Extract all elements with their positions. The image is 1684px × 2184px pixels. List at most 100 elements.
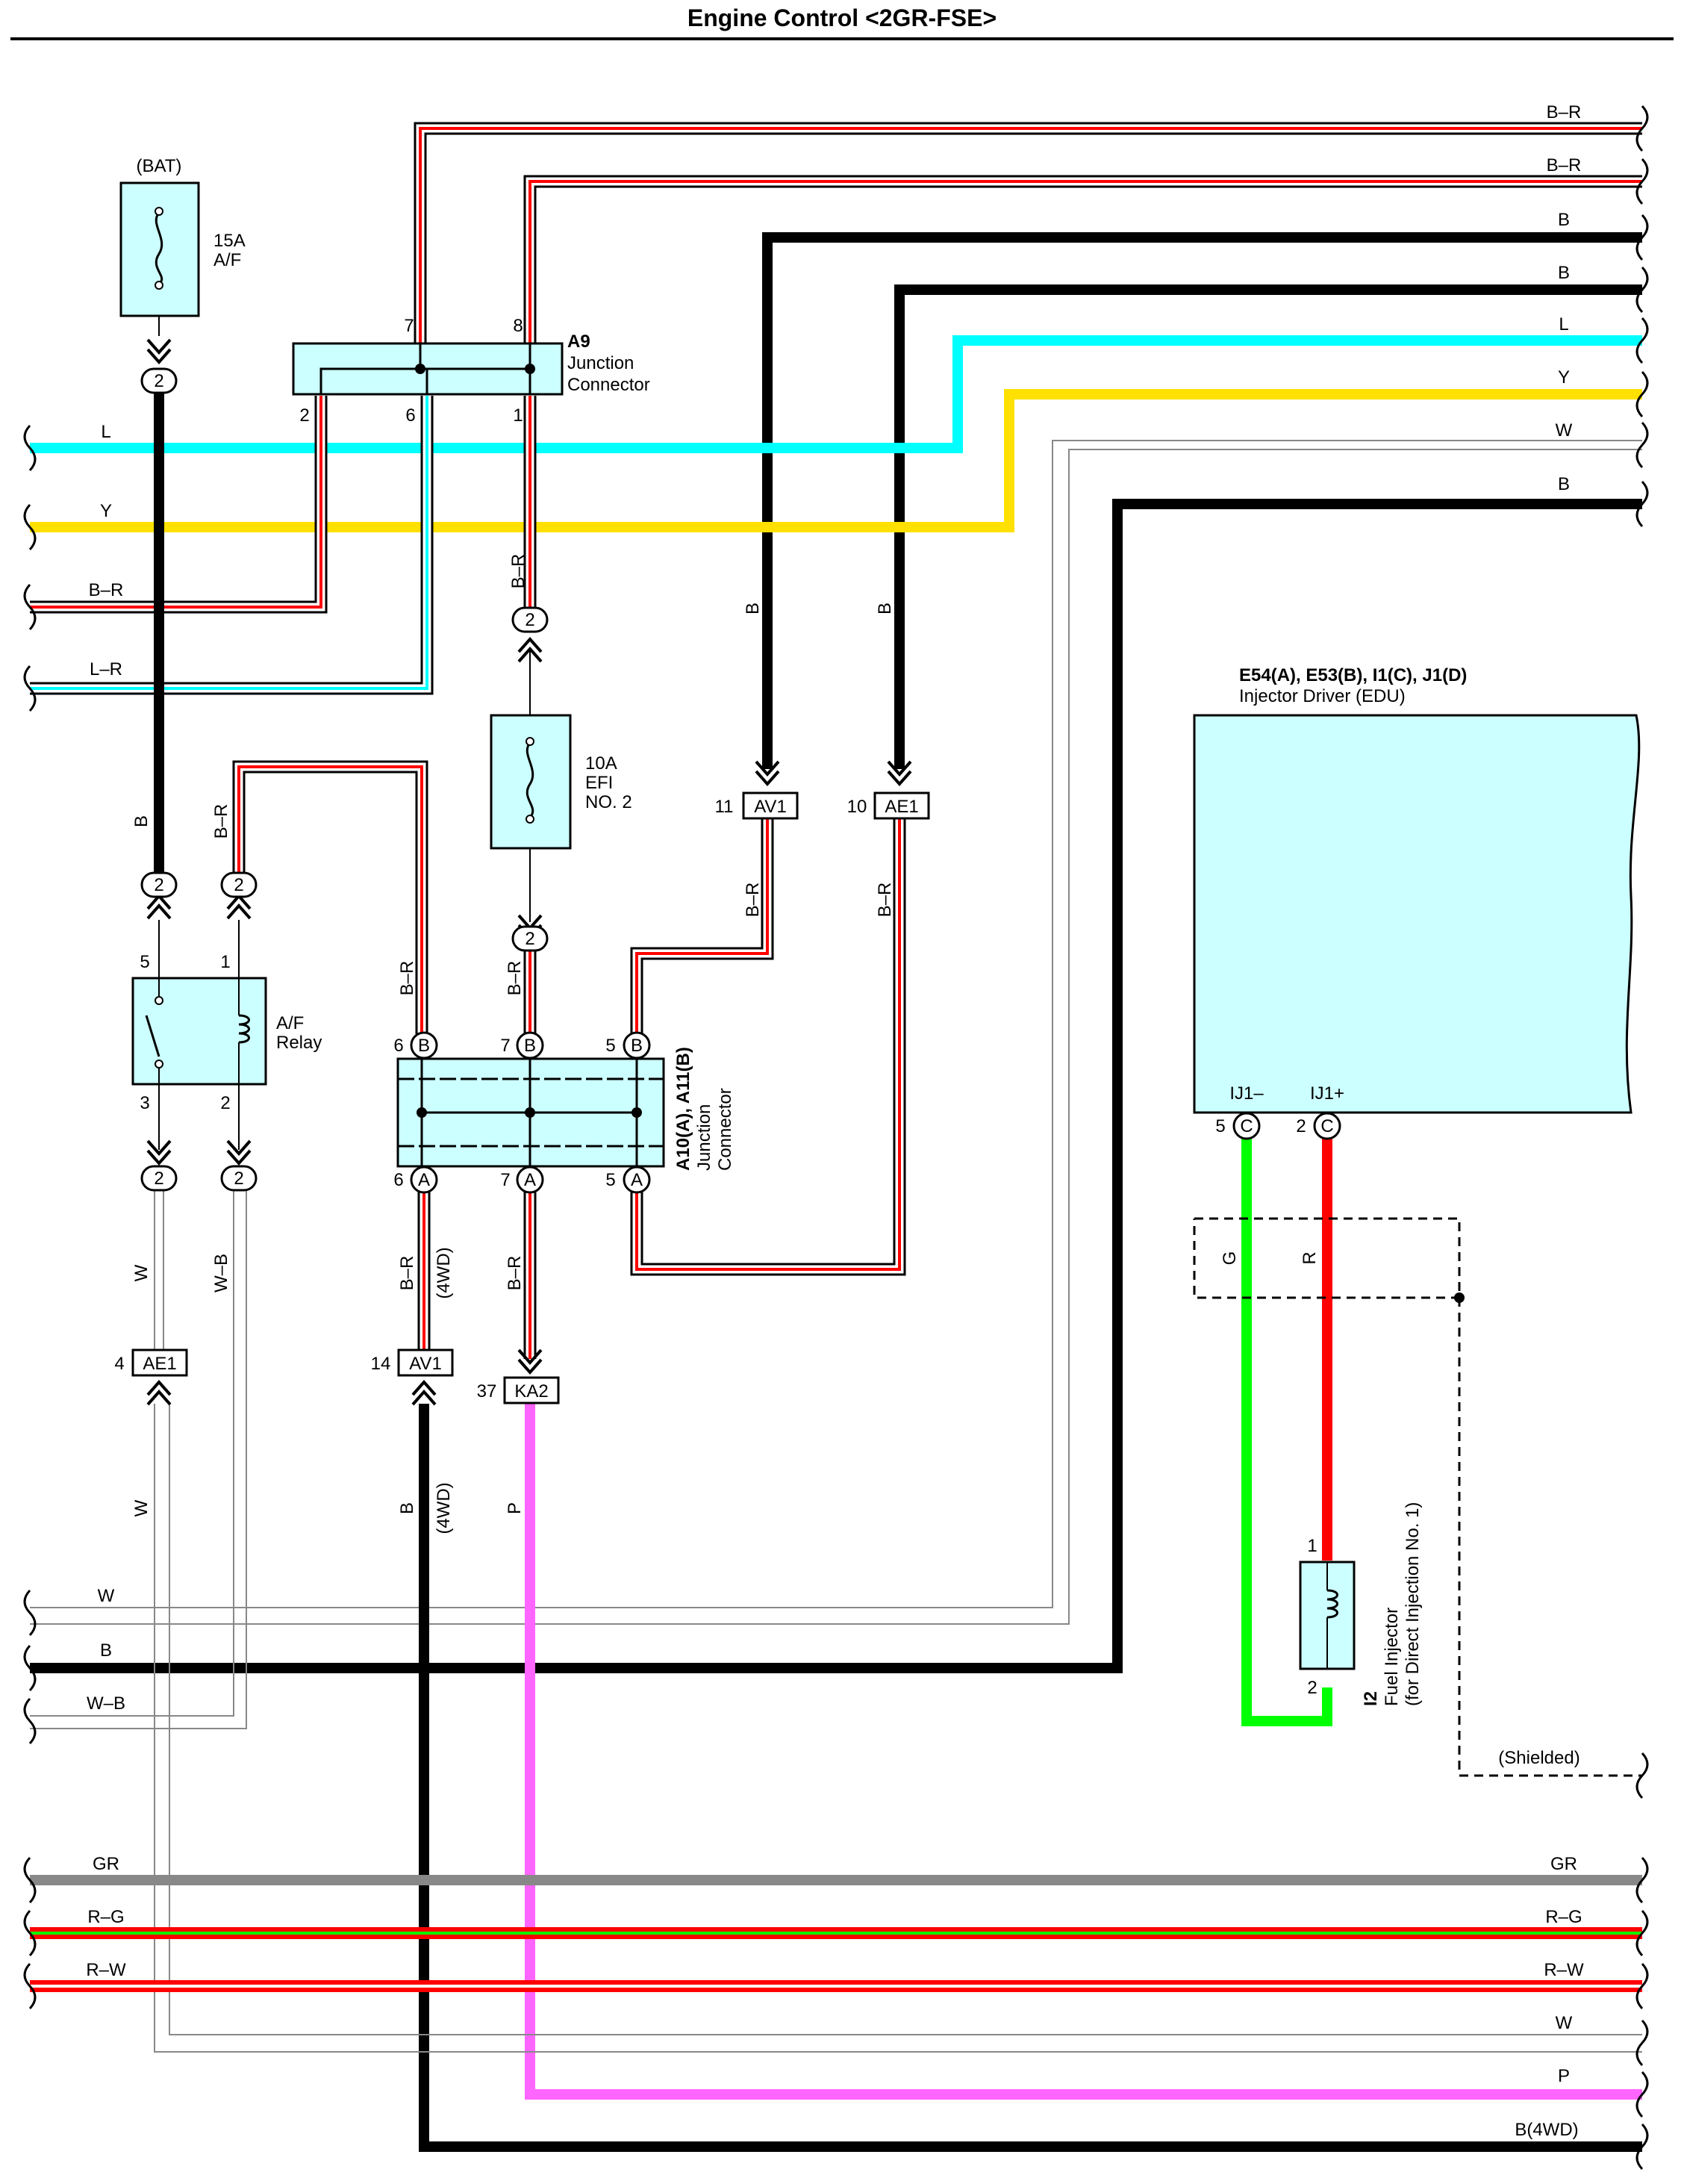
wire-w-top	[30, 440, 1642, 1625]
a9-pin-7: 7	[404, 316, 414, 336]
a10-label-group: A10(A), A11(B) Junction Connector	[673, 1047, 735, 1171]
conn-letter: B	[631, 1036, 643, 1056]
wire-p	[525, 1404, 1642, 2100]
label-wb-left: W–B	[87, 1693, 125, 1714]
pin-label: 2	[234, 875, 243, 895]
vlabel-br-a9: B–R	[508, 554, 528, 589]
a9-name-1: Junction	[567, 353, 634, 373]
fuse-efi-no2	[490, 714, 572, 850]
shielded-label: (Shielded)	[1498, 1748, 1579, 1768]
wire-br-left	[30, 396, 328, 614]
pin-label: 7	[500, 1036, 510, 1056]
injector-pin-1: 1	[1307, 1536, 1317, 1556]
vlabel-w-lower: W	[131, 1499, 152, 1516]
a9-pin-2: 2	[299, 405, 309, 426]
relay-pin-1: 1	[220, 952, 230, 972]
a9-pin-8: 8	[513, 316, 523, 336]
pin-label: 37	[477, 1381, 497, 1401]
relay-pin-5: 5	[140, 952, 149, 972]
pin-label: 2	[154, 1169, 163, 1189]
fuse-efi-name-1: EFI	[585, 773, 613, 793]
vlabel-4wd-lower: (4WD)	[434, 1482, 454, 1534]
pin-label: 5	[1215, 1116, 1225, 1136]
shield-dot	[1454, 1292, 1465, 1303]
vlabel-br-ka2: B–R	[505, 1256, 525, 1291]
edu-pin-plus: IJ1+	[1310, 1083, 1344, 1104]
label-gr-right: GR	[1550, 1854, 1577, 1874]
label-rg-left: R–G	[87, 1907, 124, 1927]
vlabel-r: R	[1300, 1251, 1320, 1264]
connector-av1-lower	[397, 1348, 454, 1377]
vlabel-4wd-upper: (4WD)	[434, 1247, 454, 1298]
a9-code: A9	[567, 332, 590, 352]
a9-pin-6: 6	[405, 405, 415, 426]
break-marks-left	[23, 424, 37, 2010]
injector-pin-2: 2	[1307, 1678, 1317, 1698]
label-y-left: Y	[100, 501, 112, 521]
conn-ka2-label: KA2	[514, 1381, 548, 1401]
wire-br-ae1-a10	[630, 818, 906, 1276]
injector-name-2: (for Direct Injection No. 1)	[1403, 1502, 1423, 1706]
relay-name-2: Relay	[276, 1033, 322, 1053]
label-rg-right: R–G	[1545, 1907, 1582, 1927]
vlabel-br-efi: B–R	[505, 961, 525, 996]
label-b-left: B	[100, 1640, 112, 1661]
fuse-efi-name-2: NO. 2	[585, 792, 632, 812]
label-br-1: B–R	[1547, 102, 1582, 122]
a10-a11-junction-connector	[396, 1057, 665, 1168]
label-w-bottom: W	[1556, 2013, 1573, 2033]
label-p-right: P	[1558, 2066, 1570, 2086]
wire-y	[30, 389, 1642, 532]
label-br-left: B–R	[89, 580, 124, 600]
label-b4wd-right: B(4WD)	[1515, 2120, 1578, 2140]
label-w-left: W	[98, 1586, 115, 1606]
conn-letter: B	[418, 1036, 430, 1056]
a10-code: A10(A), A11(B)	[673, 1047, 693, 1171]
conn-letter: C	[1320, 1116, 1333, 1136]
wire-b-right	[30, 499, 1642, 1673]
vlabel-br-av1: B–R	[743, 883, 763, 918]
bat-label: (BAT)	[137, 156, 182, 176]
vlabel-wb: W–B	[211, 1254, 231, 1292]
label-b-1: B	[1558, 210, 1570, 230]
pin-label: 2	[154, 371, 163, 391]
injector-name-1: Fuel Injector	[1382, 1608, 1402, 1706]
a9-pin-1: 1	[513, 405, 523, 426]
a10-name-2: Connector	[715, 1088, 735, 1171]
label-l-left: L	[101, 422, 110, 442]
conn-letter: A	[524, 1170, 536, 1190]
relay-af	[131, 977, 267, 1086]
label-l-right: L	[1559, 314, 1568, 335]
connector-av1-upper	[742, 791, 799, 820]
conn-letter: B	[524, 1036, 536, 1056]
pin-label: 7	[500, 1170, 510, 1190]
wire-b-ae1	[894, 284, 1642, 769]
vlabel-br-relay: B–R	[211, 804, 231, 839]
vlabel-br-loop: B–R	[397, 961, 417, 996]
edu-name: Injector Driver (EDU)	[1239, 686, 1406, 706]
connector-ae1-lower	[131, 1348, 188, 1377]
connector-ae1-upper	[873, 791, 930, 820]
label-gr-left: GR	[93, 1854, 119, 1874]
wire-br-top-2	[523, 175, 1642, 349]
vlabel-b-relay: B	[131, 815, 152, 827]
fuse-af	[119, 181, 200, 317]
pin-label: 4	[114, 1354, 124, 1374]
connector-ka2	[503, 1376, 560, 1404]
page-title: Engine Control <2GR-FSE>	[687, 4, 997, 31]
conn-letter: A	[418, 1170, 430, 1190]
pin-label: 5	[605, 1036, 615, 1056]
vlabel-b-4wd: B	[397, 1502, 417, 1514]
label-w-right: W	[1556, 420, 1573, 441]
pin-label: 2	[1296, 1116, 1306, 1136]
label-rw-left: R–W	[86, 1960, 126, 1980]
pin-label: 2	[154, 875, 163, 895]
vlabel-b-av1: B	[743, 603, 763, 615]
label-rw-right: R–W	[1544, 1960, 1584, 1980]
wire-w-relay	[154, 1191, 1642, 2053]
relay-pin-2: 2	[220, 1093, 230, 1113]
pin-label: 11	[715, 797, 734, 817]
wire-g	[1241, 1139, 1332, 1726]
pin-label: 2	[525, 610, 534, 630]
